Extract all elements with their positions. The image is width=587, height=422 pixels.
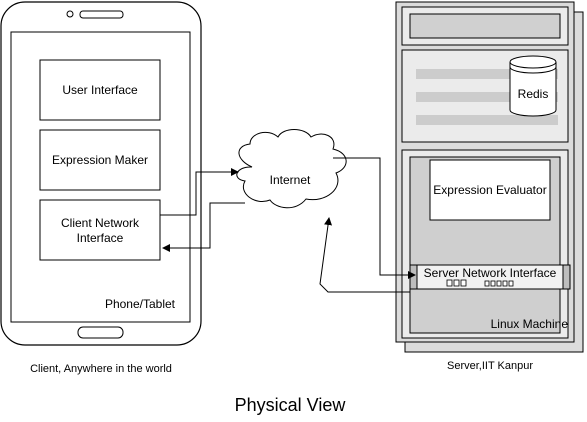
phone-tablet-label: Phone/Tablet [105, 297, 176, 311]
expression-evaluator-box [429, 159, 551, 221]
vent-slot [416, 69, 558, 79]
vent-slot [416, 115, 558, 125]
expression-evaluator-label: Expression Evaluator [433, 183, 546, 197]
connectors [160, 157, 416, 293]
arrow-internet-to-client [162, 202, 245, 252]
server-network-interface-label: Server Network Interface [424, 266, 557, 280]
vent-slot [416, 92, 558, 102]
arrow-internet-to-server [333, 157, 416, 279]
server-network-interface-card [409, 264, 571, 290]
expression-maker-box [39, 129, 161, 191]
arrow-client-to-internet [160, 168, 239, 216]
home-button-icon [77, 326, 124, 339]
arrow-server-to-internet [319, 217, 410, 293]
linux-machine-label: Linux Machine [491, 317, 569, 331]
speaker-icon [79, 10, 124, 19]
diagram-title: Physical View [235, 395, 347, 415]
client-network-interface-label-line1: Client Network [61, 216, 140, 230]
redis-label: Redis [518, 87, 549, 101]
client-caption: Client, Anywhere in the world [30, 363, 172, 375]
internet-label: Internet [270, 173, 311, 187]
port-icons [446, 279, 514, 287]
client-network-interface-label-line2: Interface [77, 231, 124, 245]
drive-bay [409, 13, 561, 39]
internet-cloud-icon [236, 129, 347, 209]
user-interface-box [39, 59, 161, 121]
server-caption: Server,IIT Kanpur [447, 360, 533, 372]
client-network-interface-box [39, 199, 161, 261]
camera-icon [66, 10, 74, 18]
user-interface-label: User Interface [62, 83, 138, 97]
expression-maker-label: Expression Maker [52, 153, 148, 167]
redis-database-icon [509, 55, 557, 117]
